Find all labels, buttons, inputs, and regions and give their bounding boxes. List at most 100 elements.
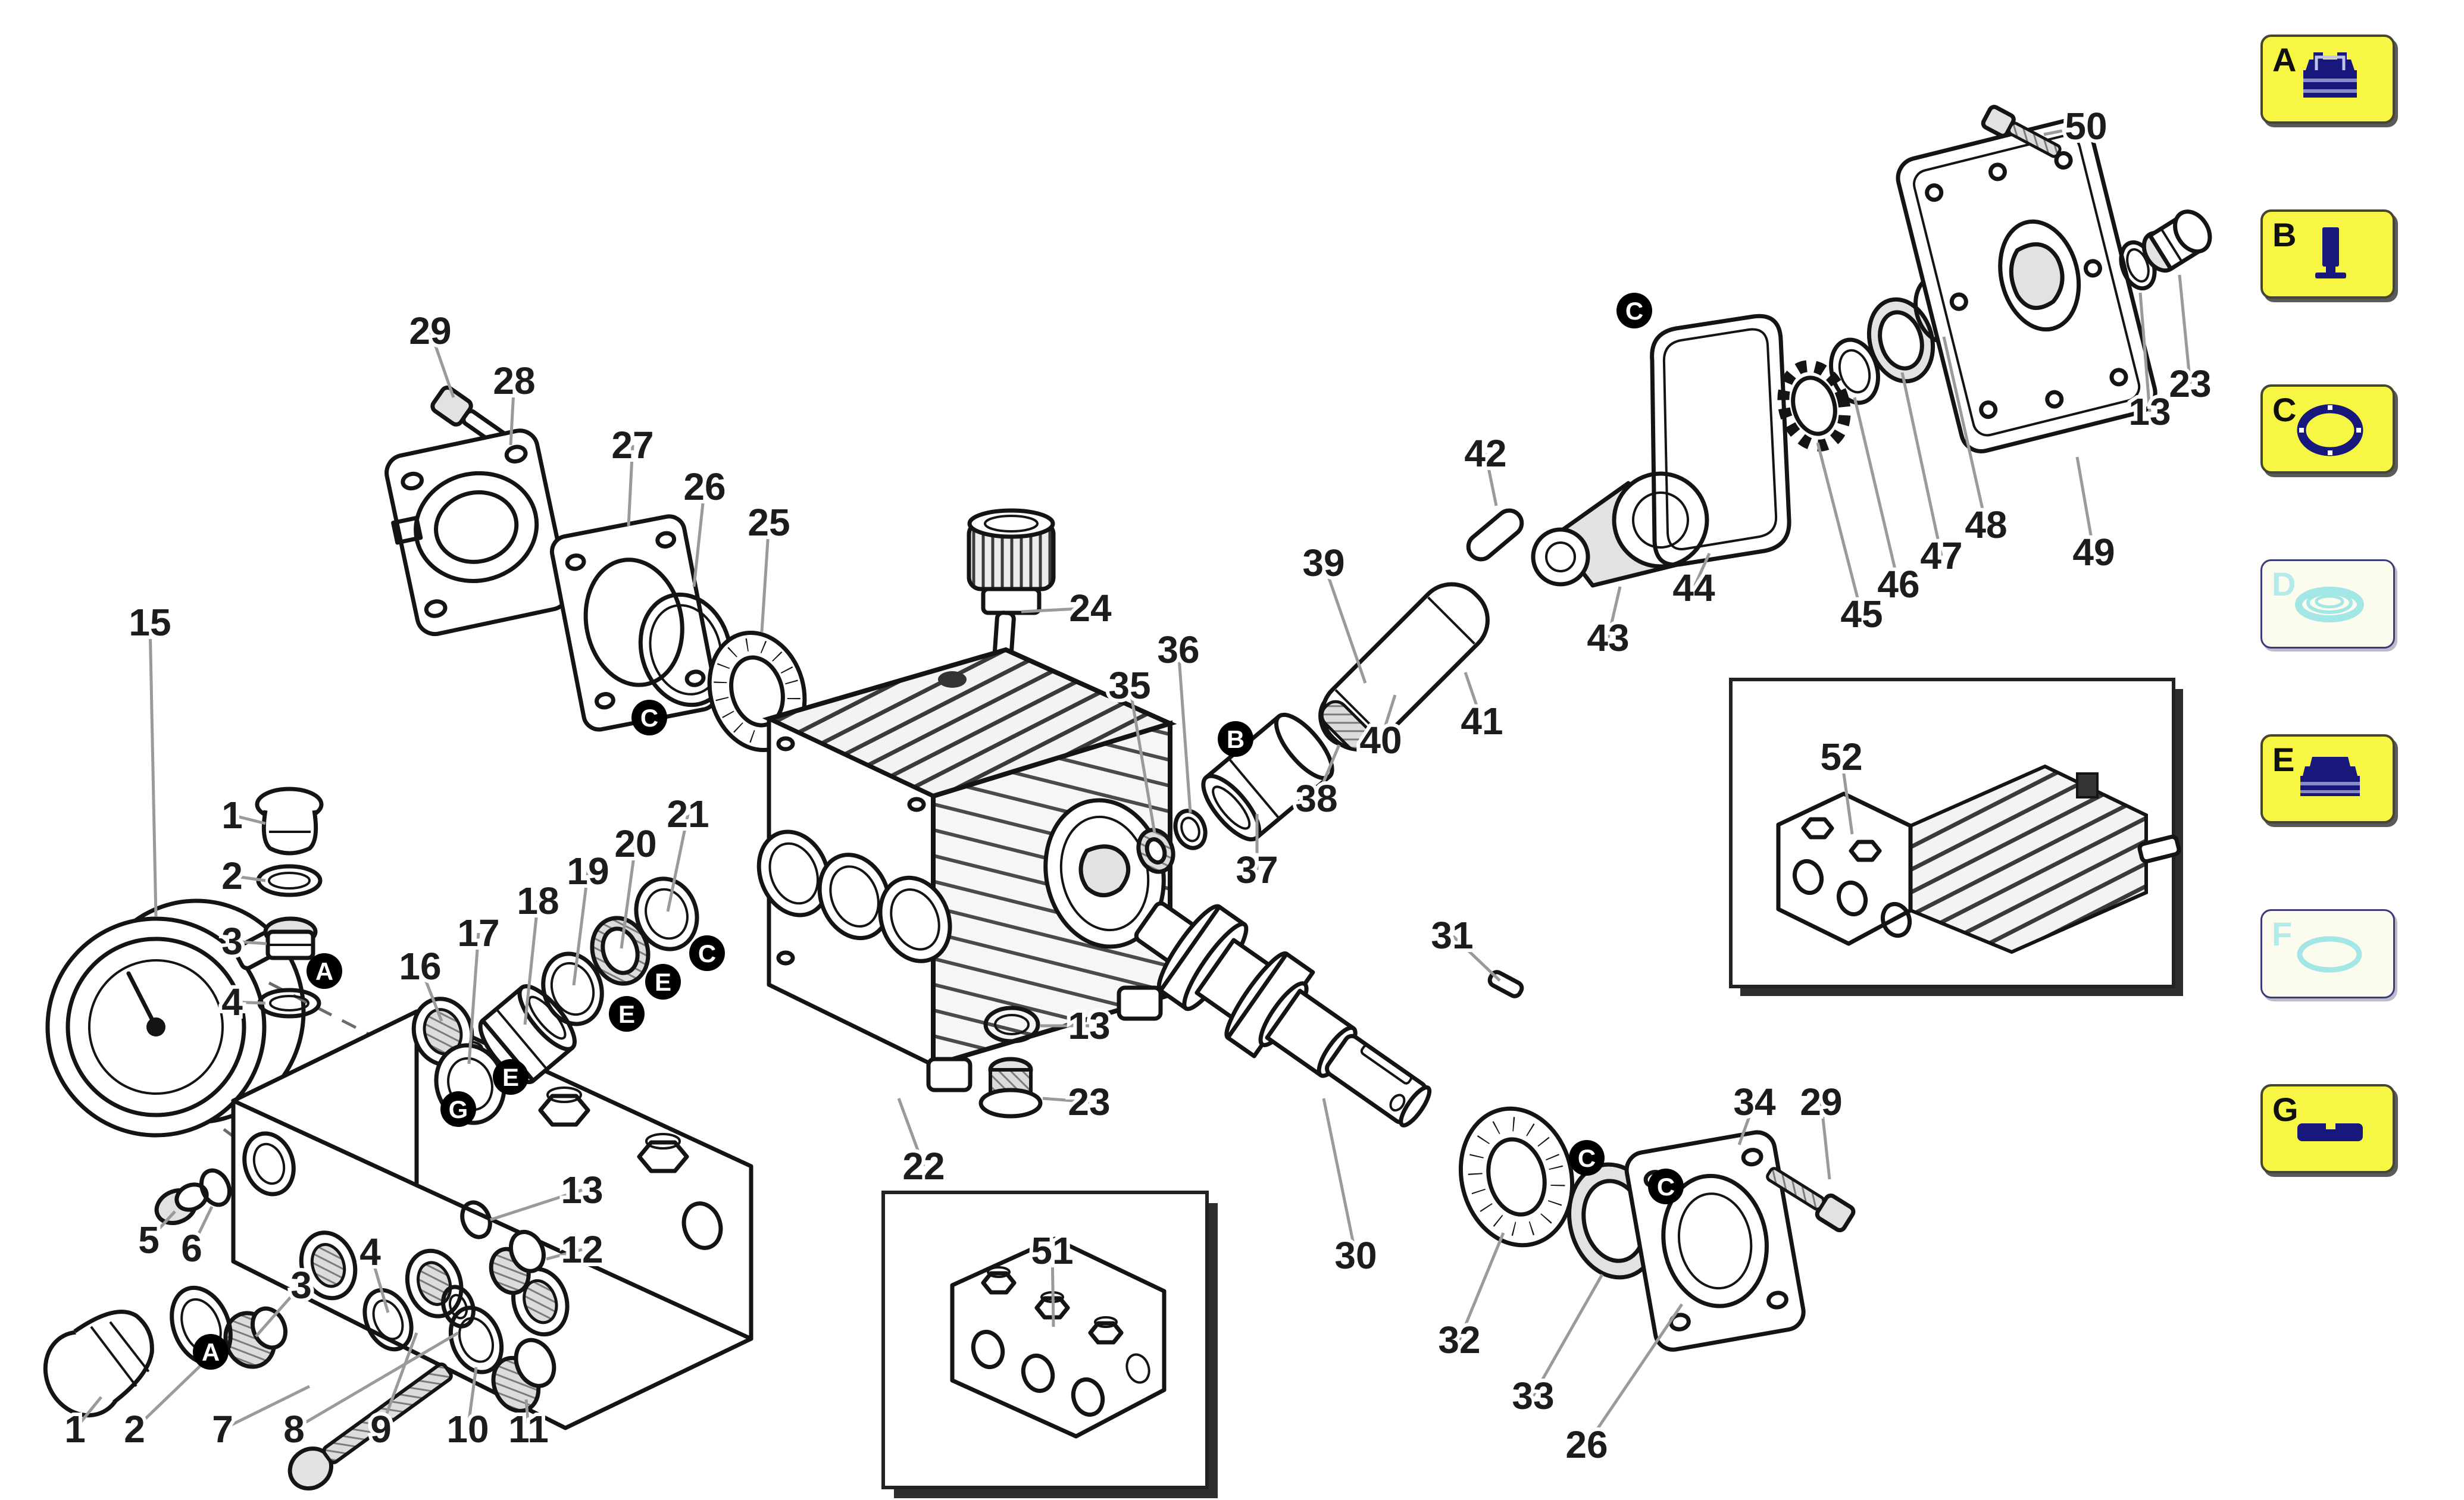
callout-leader-41 <box>1464 672 1484 722</box>
o-ring-36 <box>1173 809 1208 850</box>
marker-letter: C <box>1578 1144 1596 1172</box>
part-number-label-4: 4 <box>221 981 243 1023</box>
part-number-label-26: 26 <box>1565 1423 1608 1466</box>
part-number-label-45: 45 <box>1840 593 1883 635</box>
marker-letter: C <box>1625 297 1643 325</box>
part-number-label-8: 8 <box>283 1408 305 1451</box>
callout-leader-31 <box>1451 934 1501 982</box>
callout-leader-28 <box>509 380 516 446</box>
part-number-label-23: 23 <box>1068 1081 1110 1123</box>
callout-leader-50 <box>2043 124 2087 136</box>
part-number-label-28: 28 <box>493 359 535 402</box>
part-number-label-26: 26 <box>683 465 726 508</box>
part-number-label-27: 27 <box>611 424 653 466</box>
drain-plug-23-center <box>978 1057 1043 1119</box>
marker-letter: A <box>315 957 333 985</box>
marker-circle <box>609 996 645 1032</box>
callout-leader-24 <box>1021 606 1091 613</box>
part-number-label-32: 32 <box>1438 1319 1480 1361</box>
callout-leader-23 <box>1042 1097 1090 1104</box>
inset-51-box <box>881 1191 1218 1498</box>
plug-5 <box>154 1182 209 1225</box>
part-number-label-38: 38 <box>1295 777 1337 820</box>
part-number-label-3: 3 <box>290 1264 312 1307</box>
part-number-label-40: 40 <box>1359 719 1402 762</box>
part-number-label-30: 30 <box>1334 1234 1377 1277</box>
circled-letter-marker-E: E <box>493 1059 529 1095</box>
part-number-label-23: 23 <box>2169 362 2211 405</box>
part-number-label-21: 21 <box>667 793 709 835</box>
part-number-label-36: 36 <box>1157 628 1199 671</box>
bearing-flange-28 <box>384 428 570 637</box>
marker-letter: C <box>698 940 716 967</box>
part-number-label-47: 47 <box>1920 534 1962 577</box>
callout-leader-48 <box>1942 336 1988 525</box>
o-ring-4-lower <box>362 1288 414 1352</box>
part-number-label-35: 35 <box>1108 664 1150 707</box>
callout-leader-23 <box>2178 274 2192 384</box>
callout-leader-5 <box>148 1210 176 1241</box>
callout-leader-52 <box>1840 756 1854 835</box>
callout-leader-29 <box>429 330 455 398</box>
ring-21 <box>634 876 699 951</box>
callout-leader-47 <box>1900 372 1943 556</box>
plunger-sleeve-37 <box>1201 712 1334 842</box>
valve-cap-1 <box>255 787 324 856</box>
callout-leader-44 <box>1692 552 1711 589</box>
callout-leader-32 <box>1458 1232 1505 1341</box>
marker-letter: G <box>449 1095 468 1123</box>
cover-screw-50 <box>1981 105 2062 158</box>
part-number-label-48: 48 <box>1965 503 2007 546</box>
port-plug-12 <box>489 1230 546 1295</box>
o-ring-10 <box>448 1305 504 1374</box>
circled-letter-marker-C: C <box>1616 293 1652 328</box>
piston-pin-42 <box>1466 508 1524 562</box>
part-number-label-5: 5 <box>138 1219 160 1261</box>
part-number-label-37: 37 <box>1236 848 1278 891</box>
callout-leader-35 <box>1128 685 1156 834</box>
callout-leader-11 <box>524 1399 530 1430</box>
cap-screw-29-right <box>1766 1167 1856 1233</box>
part-number-label-31: 31 <box>1431 914 1473 957</box>
circled-letter-marker-E: E <box>609 996 645 1032</box>
callout-leader-51 <box>1050 1250 1055 1327</box>
part-number-label-11: 11 <box>508 1408 549 1451</box>
callout-leader-2 <box>133 1365 201 1430</box>
valve-seat-35 <box>1136 828 1175 874</box>
part-number-label-1: 1 <box>221 794 243 837</box>
part-number-label-15: 15 <box>129 601 171 644</box>
inset-52-pump-drawing <box>1776 764 2181 954</box>
inset-52-box <box>1729 678 2183 996</box>
part-number-label-17: 17 <box>457 912 499 954</box>
part-number-label-6: 6 <box>181 1227 202 1270</box>
part-number-label-46: 46 <box>1877 563 1919 606</box>
callout-leader-1 <box>74 1396 102 1430</box>
part-number-label-29: 29 <box>1800 1081 1842 1123</box>
inlet-plug-1-bottom <box>43 1310 154 1418</box>
part-number-labels-layer: 2928272625245023134948474645444342414039… <box>61 101 2215 1470</box>
callout-leader-38 <box>1315 744 1341 799</box>
plug-23-topright <box>2141 209 2212 273</box>
rear-cover-49 <box>1896 117 2157 453</box>
part-number-label-20: 20 <box>614 822 656 865</box>
callout-leader-13 <box>490 1188 583 1222</box>
part-number-label-13: 13 <box>1068 1004 1110 1047</box>
port-plug-11 <box>491 1338 556 1413</box>
part-number-label-22: 22 <box>902 1145 945 1188</box>
callout-leader-27 <box>627 444 634 527</box>
crankshaft-30 <box>1134 901 1432 1128</box>
seal-washer-8 <box>441 1285 476 1329</box>
callout-leader-18 <box>523 900 540 1025</box>
callout-leader-22 <box>897 1098 925 1167</box>
callout-leader-36 <box>1177 649 1192 813</box>
callout-leader-20 <box>620 843 637 949</box>
circled-letter-marker-E: E <box>645 964 681 1000</box>
inset-51-manifold-drawing <box>950 1236 1167 1439</box>
part-number-label-44: 44 <box>1672 566 1715 609</box>
part-number-label-2: 2 <box>124 1408 145 1451</box>
part-number-label-13: 13 <box>2128 390 2171 433</box>
pressure-gauge-15 <box>45 898 306 1138</box>
callout-leader-33 <box>1531 1273 1604 1397</box>
